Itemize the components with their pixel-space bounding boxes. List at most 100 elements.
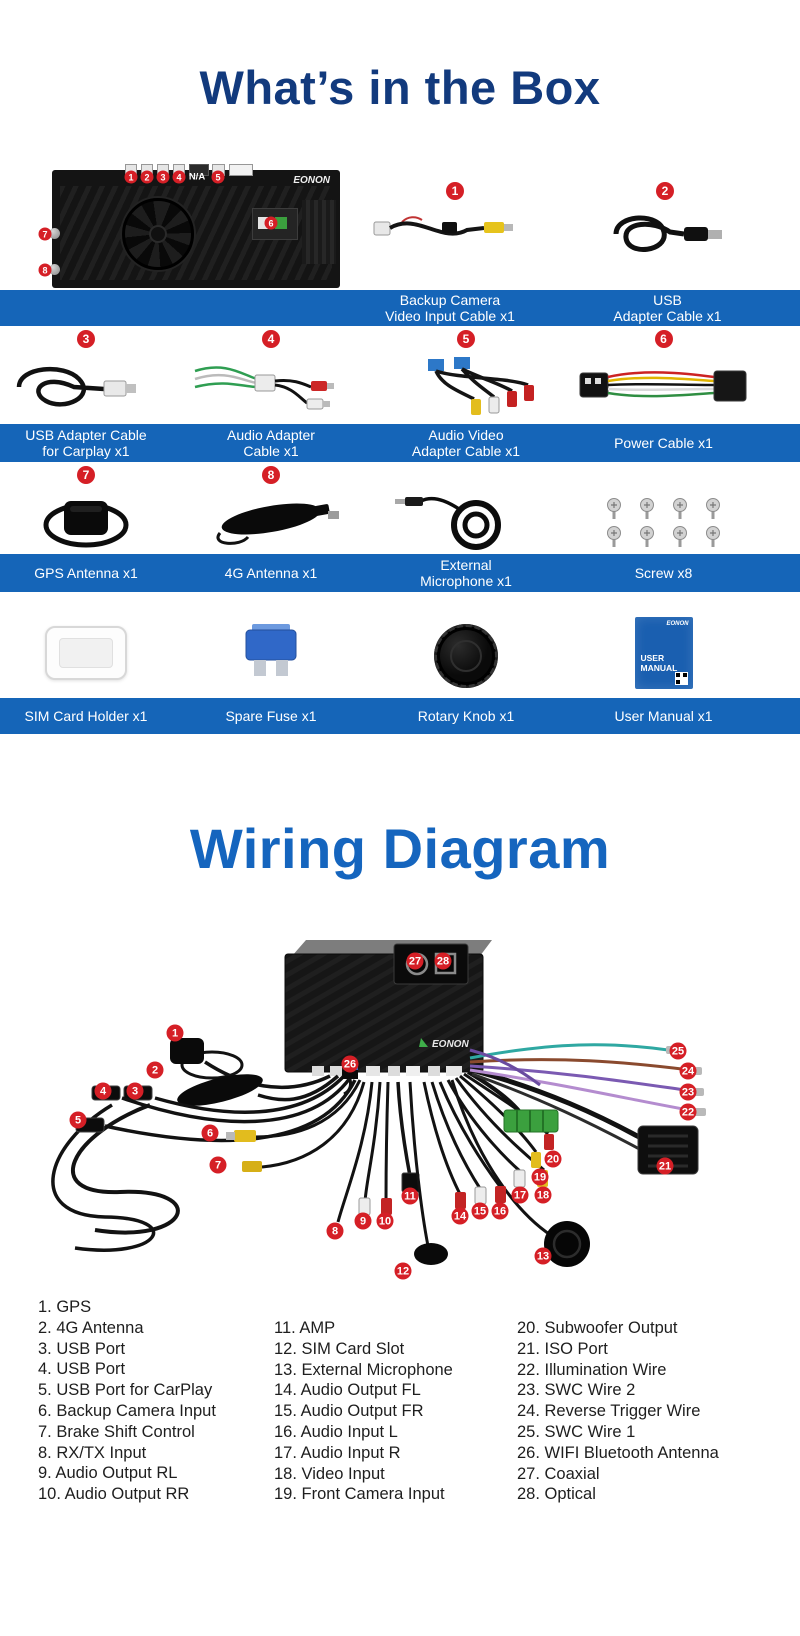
item-label-audio-adapter: Audio Adapter Cable x1	[227, 426, 315, 460]
item-badge-7: 7	[77, 466, 95, 484]
item-label-external-microphone: External Microphone x1	[420, 556, 512, 590]
audio-adapter-cable-image	[194, 366, 334, 410]
wiring-marker-18: 18	[534, 1186, 552, 1204]
item-badge-8: 8	[262, 466, 280, 484]
wiring-marker-10: 10	[376, 1212, 394, 1230]
item-label-backup-camera-cable: Backup Camera Video Input Cable x1	[385, 291, 515, 325]
wiring-marker-2: 2	[146, 1061, 164, 1079]
legend-item: 14. Audio Output FL	[274, 1381, 421, 1400]
items-row-4: EONON USER MANUAL	[0, 608, 765, 698]
wiring-marker-20: 20	[544, 1150, 562, 1168]
legend-item: 2. 4G Antenna	[38, 1318, 144, 1337]
heatsink-fins	[302, 200, 336, 264]
audio-video-cable-image	[428, 357, 534, 415]
item-label-sim-holder: SIM Card Holder x1	[24, 707, 148, 724]
legend-item: 11. AMP	[274, 1319, 336, 1337]
item-label-4g-antenna: 4G Antenna x1	[224, 564, 318, 581]
legend-item: 6. Backup Camera Input	[38, 1401, 216, 1420]
external-microphone-image	[395, 496, 501, 550]
item-label-screws: Screw x8	[634, 564, 693, 581]
legend-item: 15. Audio Output FR	[274, 1402, 424, 1421]
power-cable-image	[579, 370, 746, 402]
wiring-marker-5: 5	[69, 1111, 87, 1129]
label-bar-row3: GPS Antenna x1 4G Antenna x1 External Mi…	[0, 554, 800, 592]
unit-badge-8: 8	[38, 263, 52, 277]
item-badge-6: 6	[654, 330, 673, 348]
na-label: N/A	[188, 171, 206, 183]
legend-item: 23. SWC Wire 2	[517, 1381, 636, 1400]
item-badge-4: 4	[262, 330, 280, 348]
wiring-marker-1: 1	[166, 1024, 184, 1042]
wiring-marker-14: 14	[451, 1207, 469, 1225]
wiring-marker-17: 17	[511, 1186, 529, 1204]
unit-badge-2: 2	[140, 170, 154, 184]
legend-item: 25. SWC Wire 1	[517, 1422, 636, 1441]
gps-antenna-image	[43, 501, 128, 548]
sim-card-holder-image	[45, 626, 127, 680]
items-row-2: 3 4 5	[0, 330, 765, 424]
item-label-audio-video: Audio Video Adapter Cable x1	[411, 426, 521, 460]
label-bar-row2: USB Adapter Cable for Carplay x1 Audio A…	[0, 424, 800, 462]
legend-item: 4. USB Port	[38, 1360, 126, 1379]
item-badge-1: 1	[446, 182, 464, 200]
legend-item: 27. Coaxial	[517, 1464, 600, 1483]
legend-column-2: 11. AMP 12. SIM Card Slot 13. External M…	[274, 1318, 453, 1505]
unit-badge-5: 5	[211, 170, 225, 184]
unit-badge-6: 6	[264, 216, 278, 230]
label-bar-row1: Backup Camera Video Input Cable x1 USB A…	[0, 290, 800, 326]
user-manual-image: EONON USER MANUAL	[634, 617, 693, 689]
label-bar-row4: SIM Card Holder x1 Spare Fuse x1 Rotary …	[0, 698, 800, 734]
item-label-rotary-knob: Rotary Knob x1	[417, 707, 515, 724]
legend-item: 20. Subwoofer Output	[517, 1319, 678, 1337]
head-unit-image: EONON	[49, 164, 340, 288]
mount-bolt	[49, 228, 60, 239]
item-label-usb-carplay: USB Adapter Cable for Carplay x1	[25, 426, 147, 460]
wiring-marker-7: 7	[209, 1156, 227, 1174]
wiring-marker-28: 28	[434, 952, 452, 970]
brand-logo-wiring: EONON	[432, 1039, 469, 1050]
item-label-user-manual: User Manual x1	[614, 707, 713, 724]
wiring-marker-6: 6	[201, 1124, 219, 1142]
wiring-marker-23: 23	[679, 1083, 697, 1101]
legend-item: 24. Reverse Trigger Wire	[517, 1402, 701, 1421]
legend-item: 10. Audio Output RR	[38, 1485, 190, 1504]
screws-image	[606, 497, 720, 548]
wiring-marker-4: 4	[94, 1082, 112, 1100]
unit-badge-1: 1	[124, 170, 138, 184]
legend-item: 1. GPS	[38, 1298, 92, 1316]
legend-item: 19. Front Camera Input	[274, 1485, 445, 1504]
qr-code	[674, 672, 688, 685]
item-badge-2: 2	[656, 182, 674, 200]
wiring-marker-11: 11	[401, 1187, 419, 1205]
legend-item: 13. External Microphone	[274, 1360, 453, 1379]
legend-item: 18. Video Input	[274, 1464, 385, 1483]
item-badge-5: 5	[457, 330, 475, 348]
wiring-marker-25: 25	[669, 1042, 687, 1060]
brand-logo-manual: EONON	[666, 621, 689, 627]
wiring-section-title: Wiring Diagram	[189, 817, 611, 880]
legend-column-3: 20. Subwoofer Output 21. ISO Port 22. Il…	[517, 1318, 719, 1505]
item-label-spare-fuse: Spare Fuse x1	[225, 707, 317, 724]
wiring-marker-12: 12	[394, 1262, 412, 1280]
legend-item: 21. ISO Port	[517, 1339, 608, 1358]
usb-carplay-cable-image	[16, 366, 136, 407]
legend-item: 17. Audio Input R	[274, 1443, 401, 1462]
legend-item: 26. WIFI Bluetooth Antenna	[517, 1443, 719, 1462]
item-label-gps-antenna: GPS Antenna x1	[34, 564, 138, 581]
spare-fuse-image	[245, 624, 297, 676]
wiring-marker-8: 8	[326, 1222, 344, 1240]
legend-item: 5. USB Port for CarPlay	[38, 1381, 213, 1400]
legend-item: 8. RX/TX Input	[38, 1443, 147, 1462]
wiring-marker-26: 26	[341, 1055, 359, 1073]
rotary-knob-image	[434, 624, 498, 688]
wiring-diagram-image: EONON	[51, 940, 706, 1267]
molex-connector	[229, 164, 253, 176]
unit-badge-7: 7	[38, 227, 52, 241]
wiring-marker-9: 9	[354, 1212, 372, 1230]
wiring-marker-16: 16	[491, 1202, 509, 1220]
wiring-marker-22: 22	[679, 1103, 697, 1121]
items-row-3: 7 8	[0, 466, 765, 554]
harness-connector-na	[189, 164, 209, 176]
wiring-marker-27: 27	[406, 952, 424, 970]
